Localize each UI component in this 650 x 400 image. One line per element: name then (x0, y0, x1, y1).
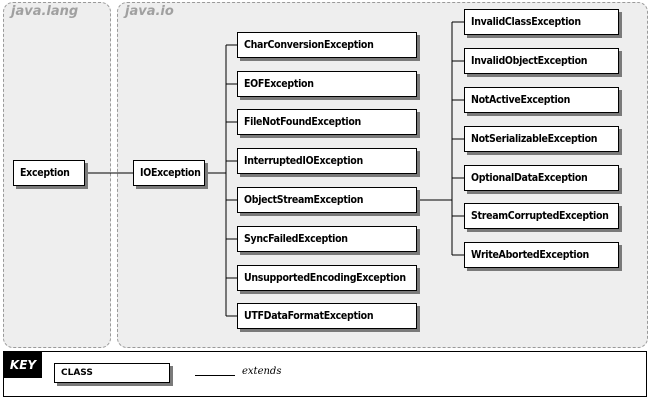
legend-class-sample: CLASS (54, 363, 170, 383)
class-streamcorruptedexception: StreamCorruptedException (464, 203, 619, 229)
class-invalidclassexception: InvalidClassException (464, 9, 619, 35)
class-writeabortedexception: WriteAbortedException (464, 242, 619, 268)
class-exception: Exception (13, 160, 85, 186)
legend-extends-line (195, 375, 235, 376)
class-optionaldataexception: OptionalDataException (464, 165, 619, 191)
package-label-java-lang: java.lang (11, 4, 79, 19)
legend-key-title: KEY (4, 352, 42, 378)
legend-key: KEY CLASS extends (3, 351, 647, 397)
class-invalidobjectexception: InvalidObjectException (464, 48, 619, 74)
class-ioexception: IOException (133, 160, 205, 186)
class-notactiveexception: NotActiveException (464, 87, 619, 113)
legend-extends-label: extends (242, 366, 282, 377)
class-notserializableexception: NotSerializableException (464, 126, 619, 152)
class-eofexception: EOFException (237, 71, 417, 97)
class-utfdataformatexception: UTFDataFormatException (237, 303, 417, 329)
class-unsupportedencodingexception: UnsupportedEncodingException (237, 265, 417, 291)
class-syncfailedexception: SyncFailedException (237, 226, 417, 252)
class-interruptedioexception: InterruptedIOException (237, 148, 417, 174)
class-charconversionexception: CharConversionException (237, 32, 417, 58)
package-label-java-io: java.io (125, 4, 174, 19)
class-filenotfoundexception: FileNotFoundException (237, 109, 417, 135)
class-objectstreamexception: ObjectStreamException (237, 187, 417, 213)
